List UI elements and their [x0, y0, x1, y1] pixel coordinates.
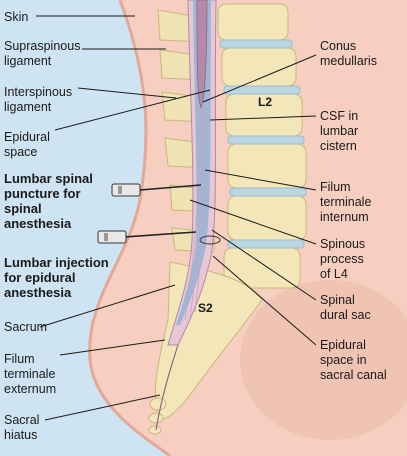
- label-conus-2: medullaris: [320, 54, 377, 68]
- label-dural-sac: Spinal: [320, 293, 355, 307]
- label-spinal-puncture: Lumbar spinal: [4, 171, 93, 186]
- label-filum-internum-2: terminale: [320, 195, 371, 209]
- epidural-needle: [97, 230, 197, 244]
- label-filum-externum: Filum: [4, 352, 35, 366]
- label-supraspinous: Supraspinous: [4, 39, 80, 53]
- filum-terminale-externum: [155, 344, 179, 431]
- label-skin: Skin: [4, 10, 28, 24]
- label-csf-3: cistern: [320, 139, 357, 153]
- label-epidural: Epidural: [4, 130, 50, 144]
- label-interspinous-2: ligament: [4, 100, 52, 114]
- label-spinous-l4-3: of L4: [320, 267, 348, 281]
- skin-line: [88, 0, 171, 456]
- pelvic-shadow: [240, 280, 407, 440]
- leader-lines-left: [36, 15, 211, 421]
- label-epidural-injection-3: anesthesia: [4, 285, 72, 300]
- label-spinous-l4-2: process: [320, 252, 364, 266]
- label-sacrum: Sacrum: [4, 320, 47, 334]
- vertebral-bodies: [217, 3, 307, 289]
- label-spinal-puncture-4: anesthesia: [4, 216, 72, 231]
- labels-right: Conus medullaris CSF in lumbar cistern F…: [320, 39, 387, 382]
- label-filum-internum-3: internum: [320, 210, 369, 224]
- epidural-space-ring: [199, 235, 221, 245]
- label-spinal-puncture-2: puncture for: [4, 186, 81, 201]
- label-csf-2: lumbar: [320, 124, 358, 138]
- cauda-equina: [184, 103, 206, 321]
- label-supraspinous-2: ligament: [4, 54, 52, 68]
- label-epidural-sacral-3: sacral canal: [320, 368, 387, 382]
- spinal-needle: [111, 183, 202, 197]
- label-interspinous: Interspinous: [4, 85, 72, 99]
- label-conus: Conus: [320, 39, 356, 53]
- label-spinal-puncture-3: spinal: [4, 201, 42, 216]
- label-filum-externum-3: externum: [4, 382, 56, 396]
- leader-lines-right: [189, 54, 317, 346]
- vertebra-l2-label: L2: [258, 95, 272, 109]
- label-sacral-hiatus-2: hiatus: [4, 428, 37, 442]
- intervertebral-discs: [219, 39, 307, 249]
- label-filum-internum: Filum: [320, 180, 351, 194]
- labels-left: Skin Supraspinous ligament Interspinous …: [4, 10, 109, 442]
- spinal-cord: [196, 0, 208, 109]
- label-epidural-sacral-2: space in: [320, 353, 367, 367]
- label-csf: CSF in: [320, 109, 358, 123]
- vertebra-s2-label: S2: [198, 301, 213, 315]
- label-epidural-injection: Lumbar injection: [4, 255, 109, 270]
- label-sacral-hiatus: Sacral: [4, 413, 39, 427]
- label-epidural-injection-2: for epidural: [4, 270, 76, 285]
- label-filum-externum-2: terminale: [4, 367, 55, 381]
- label-dural-sac-2: dural sac: [320, 308, 371, 322]
- label-epidural-2: space: [4, 145, 37, 159]
- label-epidural-sacral: Epidural: [320, 338, 366, 352]
- label-spinous-l4: Spinous: [320, 237, 365, 251]
